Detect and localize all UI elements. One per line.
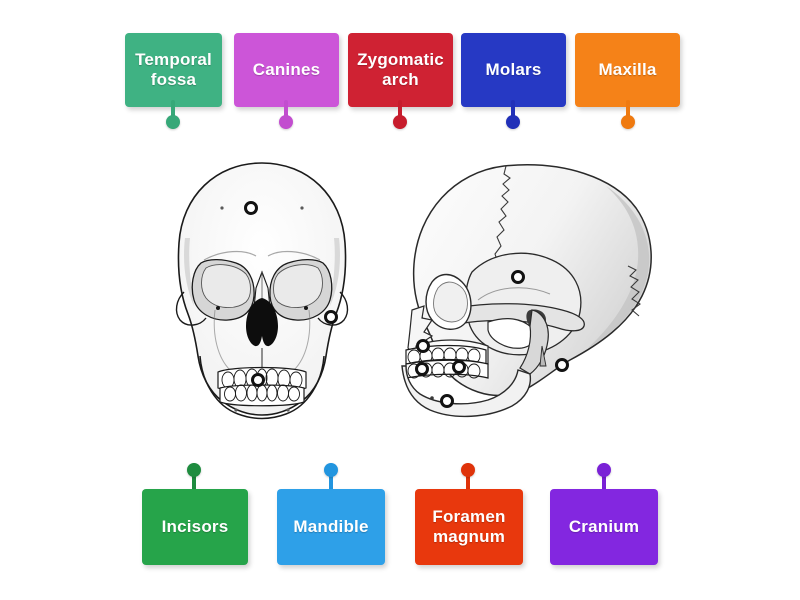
label-card-foramen-magnum[interactable]: Foramen magnum bbox=[415, 489, 523, 565]
label-card-text: Temporal fossa bbox=[135, 50, 212, 89]
connector-dot-cranium bbox=[597, 463, 611, 477]
label-card-text: Canines bbox=[252, 60, 321, 79]
label-card-incisors[interactable]: Incisors bbox=[142, 489, 248, 565]
target-maxilla-side[interactable] bbox=[416, 339, 430, 353]
connector-dot-temporal-fossa bbox=[166, 115, 180, 129]
target-mandible-side[interactable] bbox=[440, 394, 454, 408]
label-card-text: Zygomatic arch bbox=[357, 50, 444, 89]
target-zygomatic-front[interactable] bbox=[324, 310, 338, 324]
connector-dot-zygomatic-arch bbox=[393, 115, 407, 129]
label-card-text: Foramen magnum bbox=[432, 507, 506, 546]
target-foramen-magnum[interactable] bbox=[555, 358, 569, 372]
target-canines-side[interactable] bbox=[415, 362, 429, 376]
skull-anterior-view bbox=[175, 162, 349, 420]
target-incisors-front[interactable] bbox=[251, 373, 265, 387]
label-card-text: Incisors bbox=[161, 517, 229, 536]
target-frontal-bone[interactable] bbox=[244, 201, 258, 215]
connector-dot-maxilla bbox=[621, 115, 635, 129]
target-molars-side[interactable] bbox=[452, 360, 466, 374]
connector-dot-mandible bbox=[324, 463, 338, 477]
target-temporal-fossa[interactable] bbox=[511, 270, 525, 284]
connector-dot-foramen-magnum bbox=[461, 463, 475, 477]
label-card-text: Molars bbox=[485, 60, 542, 79]
label-card-text: Mandible bbox=[293, 517, 369, 536]
label-card-mandible[interactable]: Mandible bbox=[277, 489, 385, 565]
label-card-zygomatic-arch[interactable]: Zygomatic arch bbox=[348, 33, 453, 107]
label-card-canines[interactable]: Canines bbox=[234, 33, 339, 107]
label-card-text: Maxilla bbox=[598, 60, 657, 79]
connector-dot-canines bbox=[279, 115, 293, 129]
label-card-temporal-fossa[interactable]: Temporal fossa bbox=[125, 33, 222, 107]
label-card-molars[interactable]: Molars bbox=[461, 33, 566, 107]
label-card-cranium[interactable]: Cranium bbox=[550, 489, 658, 565]
skull-lateral-view bbox=[401, 164, 652, 418]
connector-dot-incisors bbox=[187, 463, 201, 477]
connector-dot-molars bbox=[506, 115, 520, 129]
label-card-maxilla[interactable]: Maxilla bbox=[575, 33, 680, 107]
label-card-text: Cranium bbox=[568, 517, 640, 536]
